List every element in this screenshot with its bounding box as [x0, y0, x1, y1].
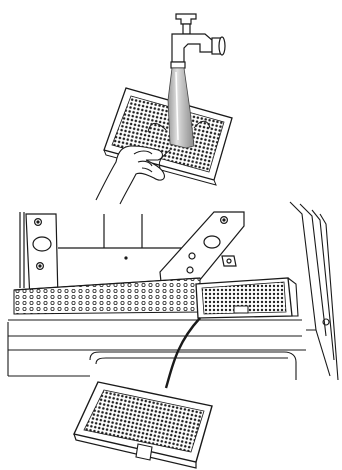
wash-filter-panel	[96, 14, 232, 204]
faucet-icon	[171, 14, 225, 68]
door-frame	[290, 202, 338, 380]
cabinet-body	[8, 320, 306, 380]
install-filter-panel	[8, 202, 338, 468]
removal-arrow	[166, 318, 200, 388]
removed-filter	[74, 382, 212, 468]
installed-filter	[196, 278, 298, 318]
